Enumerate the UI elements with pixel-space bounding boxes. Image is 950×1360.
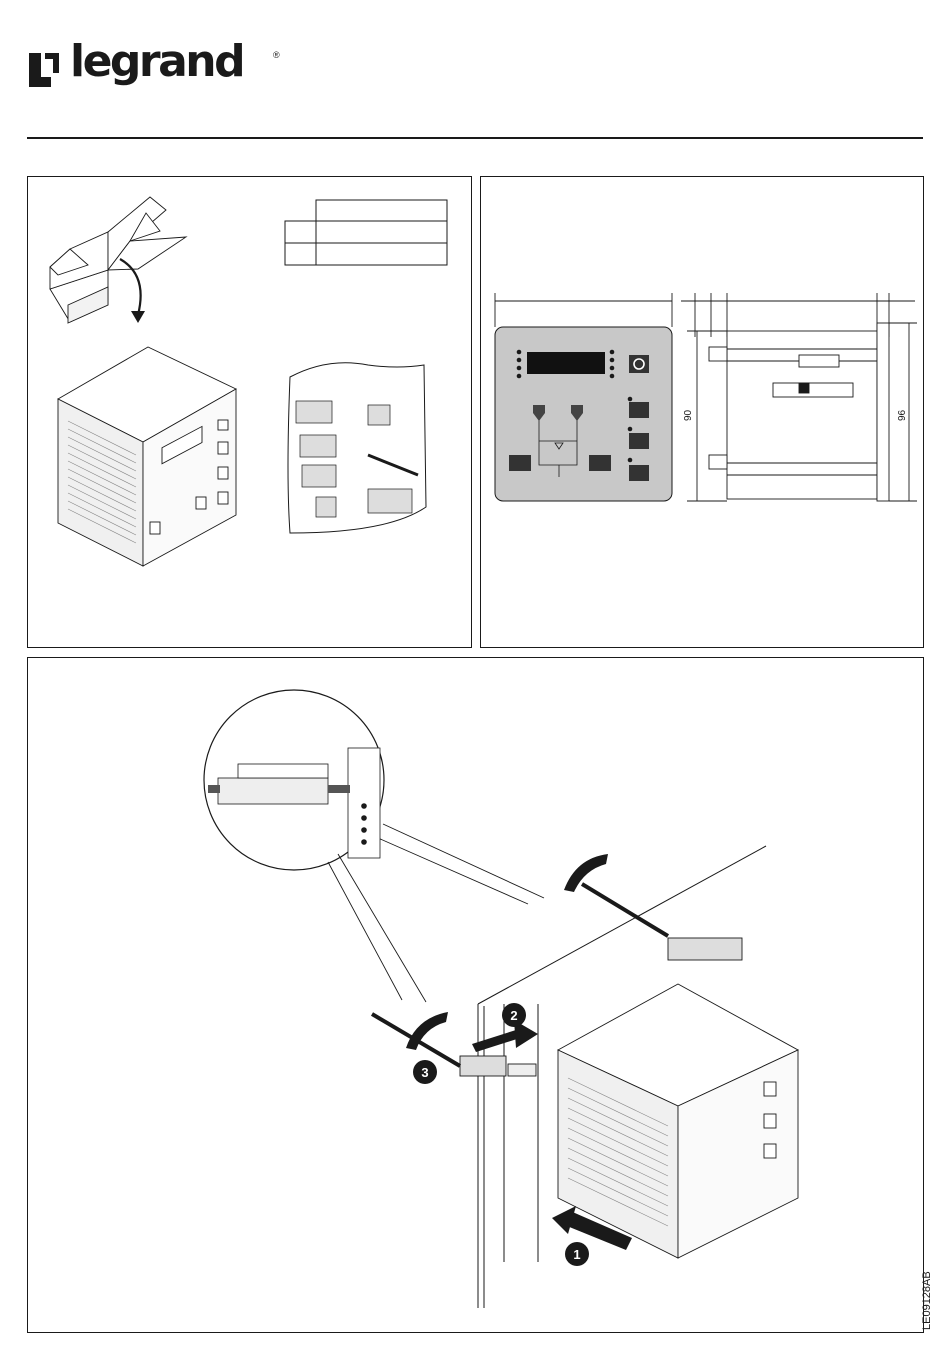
detail-zoom [204, 690, 544, 1002]
device-isometric [58, 347, 236, 566]
step-marker-2: 2 [502, 1003, 526, 1027]
svg-text:3: 3 [421, 1065, 428, 1080]
panel-dimensions: 90 96 [480, 176, 924, 648]
front-view [495, 327, 672, 501]
dimension-96: 96 [897, 409, 908, 421]
svg-text:1: 1 [573, 1247, 580, 1262]
step-marker-1: 1 [565, 1242, 589, 1266]
svg-text:2: 2 [510, 1008, 517, 1023]
registered-mark: ® [273, 50, 280, 60]
panel-unpacking [27, 176, 472, 648]
side-view [681, 293, 917, 501]
step-marker-3: 3 [413, 1060, 437, 1084]
accessories-bag [288, 363, 426, 533]
mounting-drawing: 1 2 3 [28, 658, 925, 1334]
legrand-logo-mark-icon [27, 51, 61, 89]
display [527, 352, 605, 374]
dimension-90: 90 [683, 409, 694, 421]
header-rule [27, 137, 923, 139]
mounted-device [558, 984, 798, 1258]
panel-mounting: 1 2 3 [27, 657, 924, 1333]
open-box-icon [50, 197, 186, 323]
document-reference: LE09128AB [921, 1271, 933, 1330]
unpacking-drawing [28, 177, 473, 649]
refresh-icon [629, 355, 649, 373]
brand-name: legrand [70, 36, 243, 87]
dimensions-drawing: 90 96 [481, 177, 925, 649]
contents-table [285, 200, 447, 265]
